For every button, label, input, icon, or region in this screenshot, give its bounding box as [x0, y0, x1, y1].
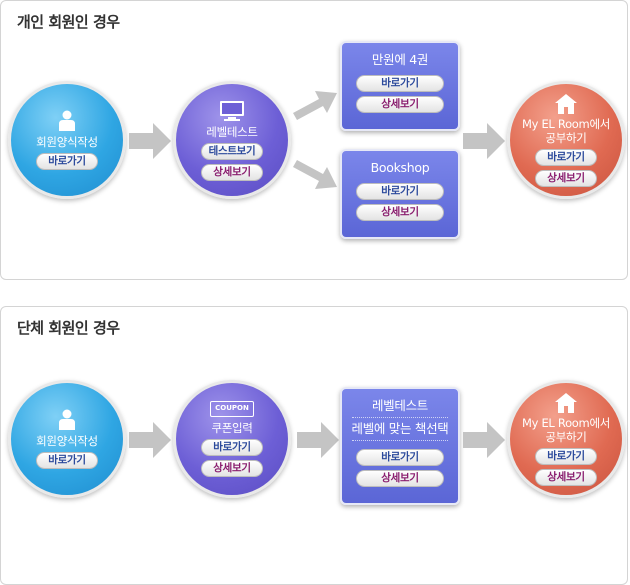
arrow-up-right-icon — [293, 91, 337, 120]
arrow-right-icon — [297, 422, 339, 458]
group-step-coupon: COUPON 쿠폰입력 바로가기 상세보기 — [173, 380, 291, 498]
step-label-line2: 레벨에 맞는 책선택 — [351, 421, 449, 436]
step-label-line2: 공부하기 — [545, 429, 587, 444]
group-member-panel: 단체 회원인 경우 회원양식작성 바로가기 COUPON 쿠폰입력 바로가기 상… — [0, 306, 628, 585]
individual-step-signup: 회원양식작성 바로가기 — [8, 81, 126, 199]
home-icon — [555, 392, 577, 413]
home-icon — [555, 93, 577, 114]
arrow-right-icon — [129, 422, 171, 458]
level-test-view-button[interactable]: 테스트보기 — [201, 142, 263, 160]
4-books-detail-button[interactable]: 상세보기 — [356, 96, 444, 113]
group-my-el-room-go-button[interactable]: 바로가기 — [535, 447, 597, 465]
step-label-line1: My EL Room에서 — [521, 415, 611, 430]
level-test-detail-button[interactable]: 상세보기 — [201, 163, 263, 181]
arrow-down-right-icon — [293, 160, 337, 189]
divider — [352, 417, 448, 418]
coupon-icon: COUPON — [210, 401, 254, 417]
arrow-right-icon — [463, 123, 505, 159]
person-icon — [59, 409, 75, 430]
step-label-line2: 공부하기 — [545, 130, 587, 145]
divider — [352, 440, 448, 441]
coupon-detail-button[interactable]: 상세보기 — [201, 460, 263, 477]
group-panel-title: 단체 회원인 경우 — [17, 319, 120, 337]
group-step-level-test-box: 레벨테스트 레벨에 맞는 책선택 바로가기 상세보기 — [340, 387, 460, 505]
group-my-el-room-detail-button[interactable]: 상세보기 — [535, 468, 597, 486]
my-el-room-detail-button[interactable]: 상세보기 — [535, 169, 597, 187]
monitor-icon — [220, 100, 244, 121]
step-label: 쿠폰입력 — [211, 421, 253, 435]
coupon-go-button[interactable]: 바로가기 — [201, 439, 263, 456]
level-test-book-detail-button[interactable]: 상세보기 — [356, 470, 444, 487]
option-box-bookshop: Bookshop 바로가기 상세보기 — [340, 149, 460, 239]
4-books-go-button[interactable]: 바로가기 — [356, 75, 444, 92]
level-test-book-go-button[interactable]: 바로가기 — [356, 449, 444, 466]
individual-step-level-test: 레벨테스트 테스트보기 상세보기 — [173, 81, 291, 199]
step-label: 회원양식작성 — [36, 434, 98, 448]
step-label-line1: 레벨테스트 — [371, 398, 428, 413]
group-signup-go-button[interactable]: 바로가기 — [36, 452, 98, 469]
step-label: 회원양식작성 — [36, 135, 98, 149]
option-box-4-books: 만원에 4권 바로가기 상세보기 — [340, 41, 460, 131]
step-label-line1: My EL Room에서 — [521, 116, 611, 131]
option-label: Bookshop — [370, 160, 430, 175]
my-el-room-go-button[interactable]: 바로가기 — [535, 148, 597, 166]
arrow-right-icon — [129, 123, 171, 159]
individual-member-panel: 개인 회원인 경우 회원양식작성 바로가기 레벨테스트 테스트보기 상세보기 만… — [0, 0, 628, 280]
signup-go-button[interactable]: 바로가기 — [36, 153, 98, 170]
individual-panel-title: 개인 회원인 경우 — [17, 13, 120, 31]
step-label: 레벨테스트 — [206, 124, 258, 139]
bookshop-go-button[interactable]: 바로가기 — [356, 183, 444, 200]
bookshop-detail-button[interactable]: 상세보기 — [356, 204, 444, 221]
group-step-signup: 회원양식작성 바로가기 — [8, 380, 126, 498]
option-label: 만원에 4권 — [371, 52, 429, 67]
arrow-right-icon — [463, 422, 505, 458]
individual-step-my-el-room: My EL Room에서 공부하기 바로가기 상세보기 — [507, 81, 625, 199]
person-icon — [59, 110, 75, 131]
group-step-my-el-room: My EL Room에서 공부하기 바로가기 상세보기 — [507, 380, 625, 498]
